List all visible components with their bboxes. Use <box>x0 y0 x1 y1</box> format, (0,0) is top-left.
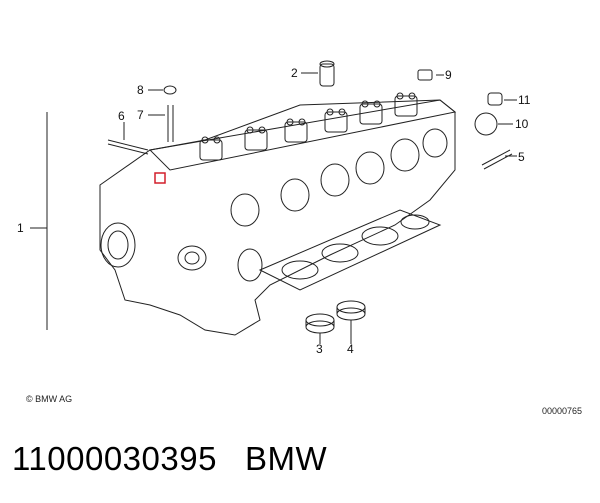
callout-4: 4 <box>347 342 354 356</box>
cylinder-head-body <box>99 99 456 336</box>
part-11-sleeve <box>487 92 503 106</box>
camshaft-bearing-caps <box>199 92 418 161</box>
intake-ports <box>230 128 448 227</box>
callout-1: 1 <box>17 221 24 235</box>
part-3-seal-ring <box>305 313 335 327</box>
callout-8: 8 <box>137 83 144 97</box>
part-number: 11000030395 <box>12 440 217 477</box>
callout-2: 2 <box>291 66 298 80</box>
cylinder-head-exploded-diagram: 1 2 3 4 5 6 7 8 9 10 11 <box>17 60 531 356</box>
front-opening <box>100 222 136 268</box>
part-5-bolt <box>481 149 511 166</box>
callout-3: 3 <box>316 342 323 356</box>
drawing-number: 00000765 <box>541 406 582 416</box>
part-2-sleeve <box>319 63 335 87</box>
callout-9: 9 <box>445 68 452 82</box>
highlight-marker <box>154 172 166 184</box>
callout-11: 11 <box>518 93 531 107</box>
copyright-notice: © BMW AG <box>26 394 73 404</box>
part-9-nut <box>417 69 433 81</box>
part-8-washer <box>163 85 177 95</box>
brand-name: BMW <box>244 440 328 477</box>
part-4-seal-ring <box>336 300 366 314</box>
callout-6: 6 <box>118 109 125 123</box>
part-10-plug <box>474 112 498 136</box>
part-6-bolt <box>107 139 149 151</box>
callout-7: 7 <box>137 108 144 122</box>
callout-10: 10 <box>515 117 529 131</box>
part-caption: 11000030395 BMW <box>12 440 355 478</box>
callout-5: 5 <box>518 150 525 164</box>
head-gasket <box>258 209 442 291</box>
